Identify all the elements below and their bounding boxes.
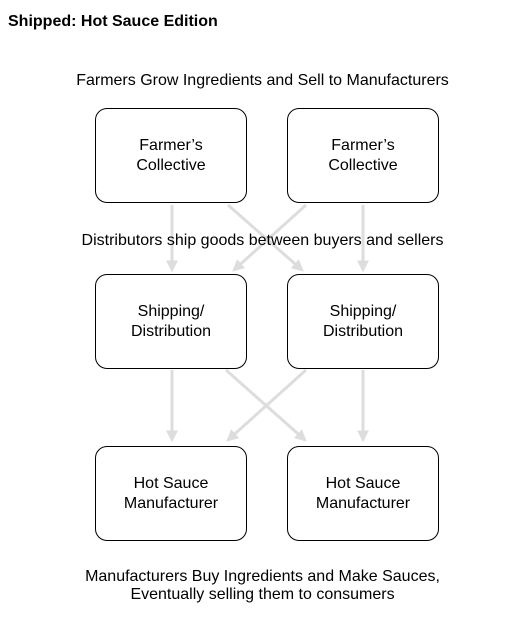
arrow-farmer-right-to-shipping-left <box>232 203 308 272</box>
arrow-farmer-left-to-shipping-right <box>227 203 304 272</box>
node-manufacturer-left: Hot Sauce Manufacturer <box>95 446 247 541</box>
node-label: Shipping/ Distribution <box>322 302 404 340</box>
diagram-title: Shipped: Hot Sauce Edition <box>8 13 218 30</box>
node-shipping-left: Shipping/ Distribution <box>95 274 247 369</box>
arrow-shipping-right-to-manufacturer-left <box>226 368 308 442</box>
caption-distributors: Distributors ship goods between buyers a… <box>81 232 444 249</box>
node-label: Farmer’s Collective <box>328 136 398 174</box>
node-label: Hot Sauce Manufacturer <box>315 474 411 512</box>
node-label: Shipping/ Distribution <box>130 302 212 340</box>
node-label: Farmer’s Collective <box>136 136 206 174</box>
caption-farmers: Farmers Grow Ingredients and Sell to Man… <box>76 72 449 89</box>
node-label: Hot Sauce Manufacturer <box>123 474 219 512</box>
node-farmer-collective-right: Farmer’s Collective <box>287 108 439 203</box>
caption-manufacturers-line2: Eventually selling them to consumers <box>130 586 395 603</box>
node-farmer-collective-left: Farmer’s Collective <box>95 108 247 203</box>
caption-manufacturers-line1: Manufacturers Buy Ingredients and Make S… <box>85 568 440 585</box>
node-manufacturer-right: Hot Sauce Manufacturer <box>287 446 439 541</box>
node-shipping-right: Shipping/ Distribution <box>287 274 439 369</box>
